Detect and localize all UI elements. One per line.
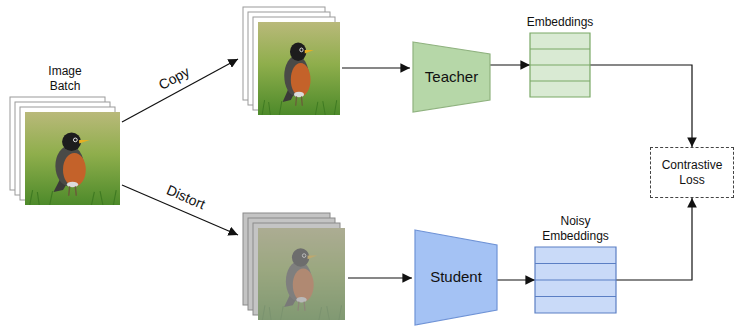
node-label: Contrastive Loss xyxy=(655,158,729,188)
row-divider xyxy=(535,279,616,280)
flow-arrow xyxy=(342,67,410,68)
outline xyxy=(530,33,590,97)
student-network: Student xyxy=(415,230,497,325)
arrow-label: Distort xyxy=(164,182,207,213)
rows-shape xyxy=(530,33,590,97)
dash-shape: Contrastive Loss xyxy=(650,147,734,198)
embedding-table: Noisy Embeddings xyxy=(535,214,616,313)
distorted-photo xyxy=(258,228,345,320)
node-label: Teacher xyxy=(425,68,478,87)
heading-label: Noisy Embeddings xyxy=(538,214,613,244)
noise-overlay xyxy=(258,228,345,320)
heading-label: Embeddings xyxy=(515,15,605,30)
flow-connector xyxy=(616,198,692,280)
flow-arrow xyxy=(122,59,238,122)
row-divider xyxy=(530,48,590,49)
row-divider xyxy=(530,64,590,65)
node-label: Student xyxy=(430,268,482,287)
image-batch: Image Batch xyxy=(10,64,120,205)
flow-connector xyxy=(490,64,530,65)
outline xyxy=(535,247,616,313)
trap-shape: Student xyxy=(415,230,497,325)
flow-arrow xyxy=(348,277,412,278)
bird-photo xyxy=(25,112,120,205)
teacher-network: Teacher xyxy=(413,42,490,112)
row-divider xyxy=(535,296,616,297)
heading-label: Image Batch xyxy=(40,64,90,94)
bird-photo xyxy=(258,22,340,115)
flow-connector xyxy=(590,65,692,147)
outline xyxy=(413,42,490,112)
arrow-label: Copy xyxy=(156,63,192,93)
embedding-table: Embeddings xyxy=(515,15,605,97)
stack-shape xyxy=(10,97,120,205)
row-divider xyxy=(530,80,590,81)
flow-connector xyxy=(497,279,535,280)
outline xyxy=(415,230,497,325)
row-divider xyxy=(535,263,616,264)
loss-box: Contrastive Loss xyxy=(650,147,734,198)
rows-shape xyxy=(535,247,616,313)
rows-outline xyxy=(530,33,590,97)
trap-shape: Teacher xyxy=(413,42,490,112)
rows-outline xyxy=(535,247,616,313)
